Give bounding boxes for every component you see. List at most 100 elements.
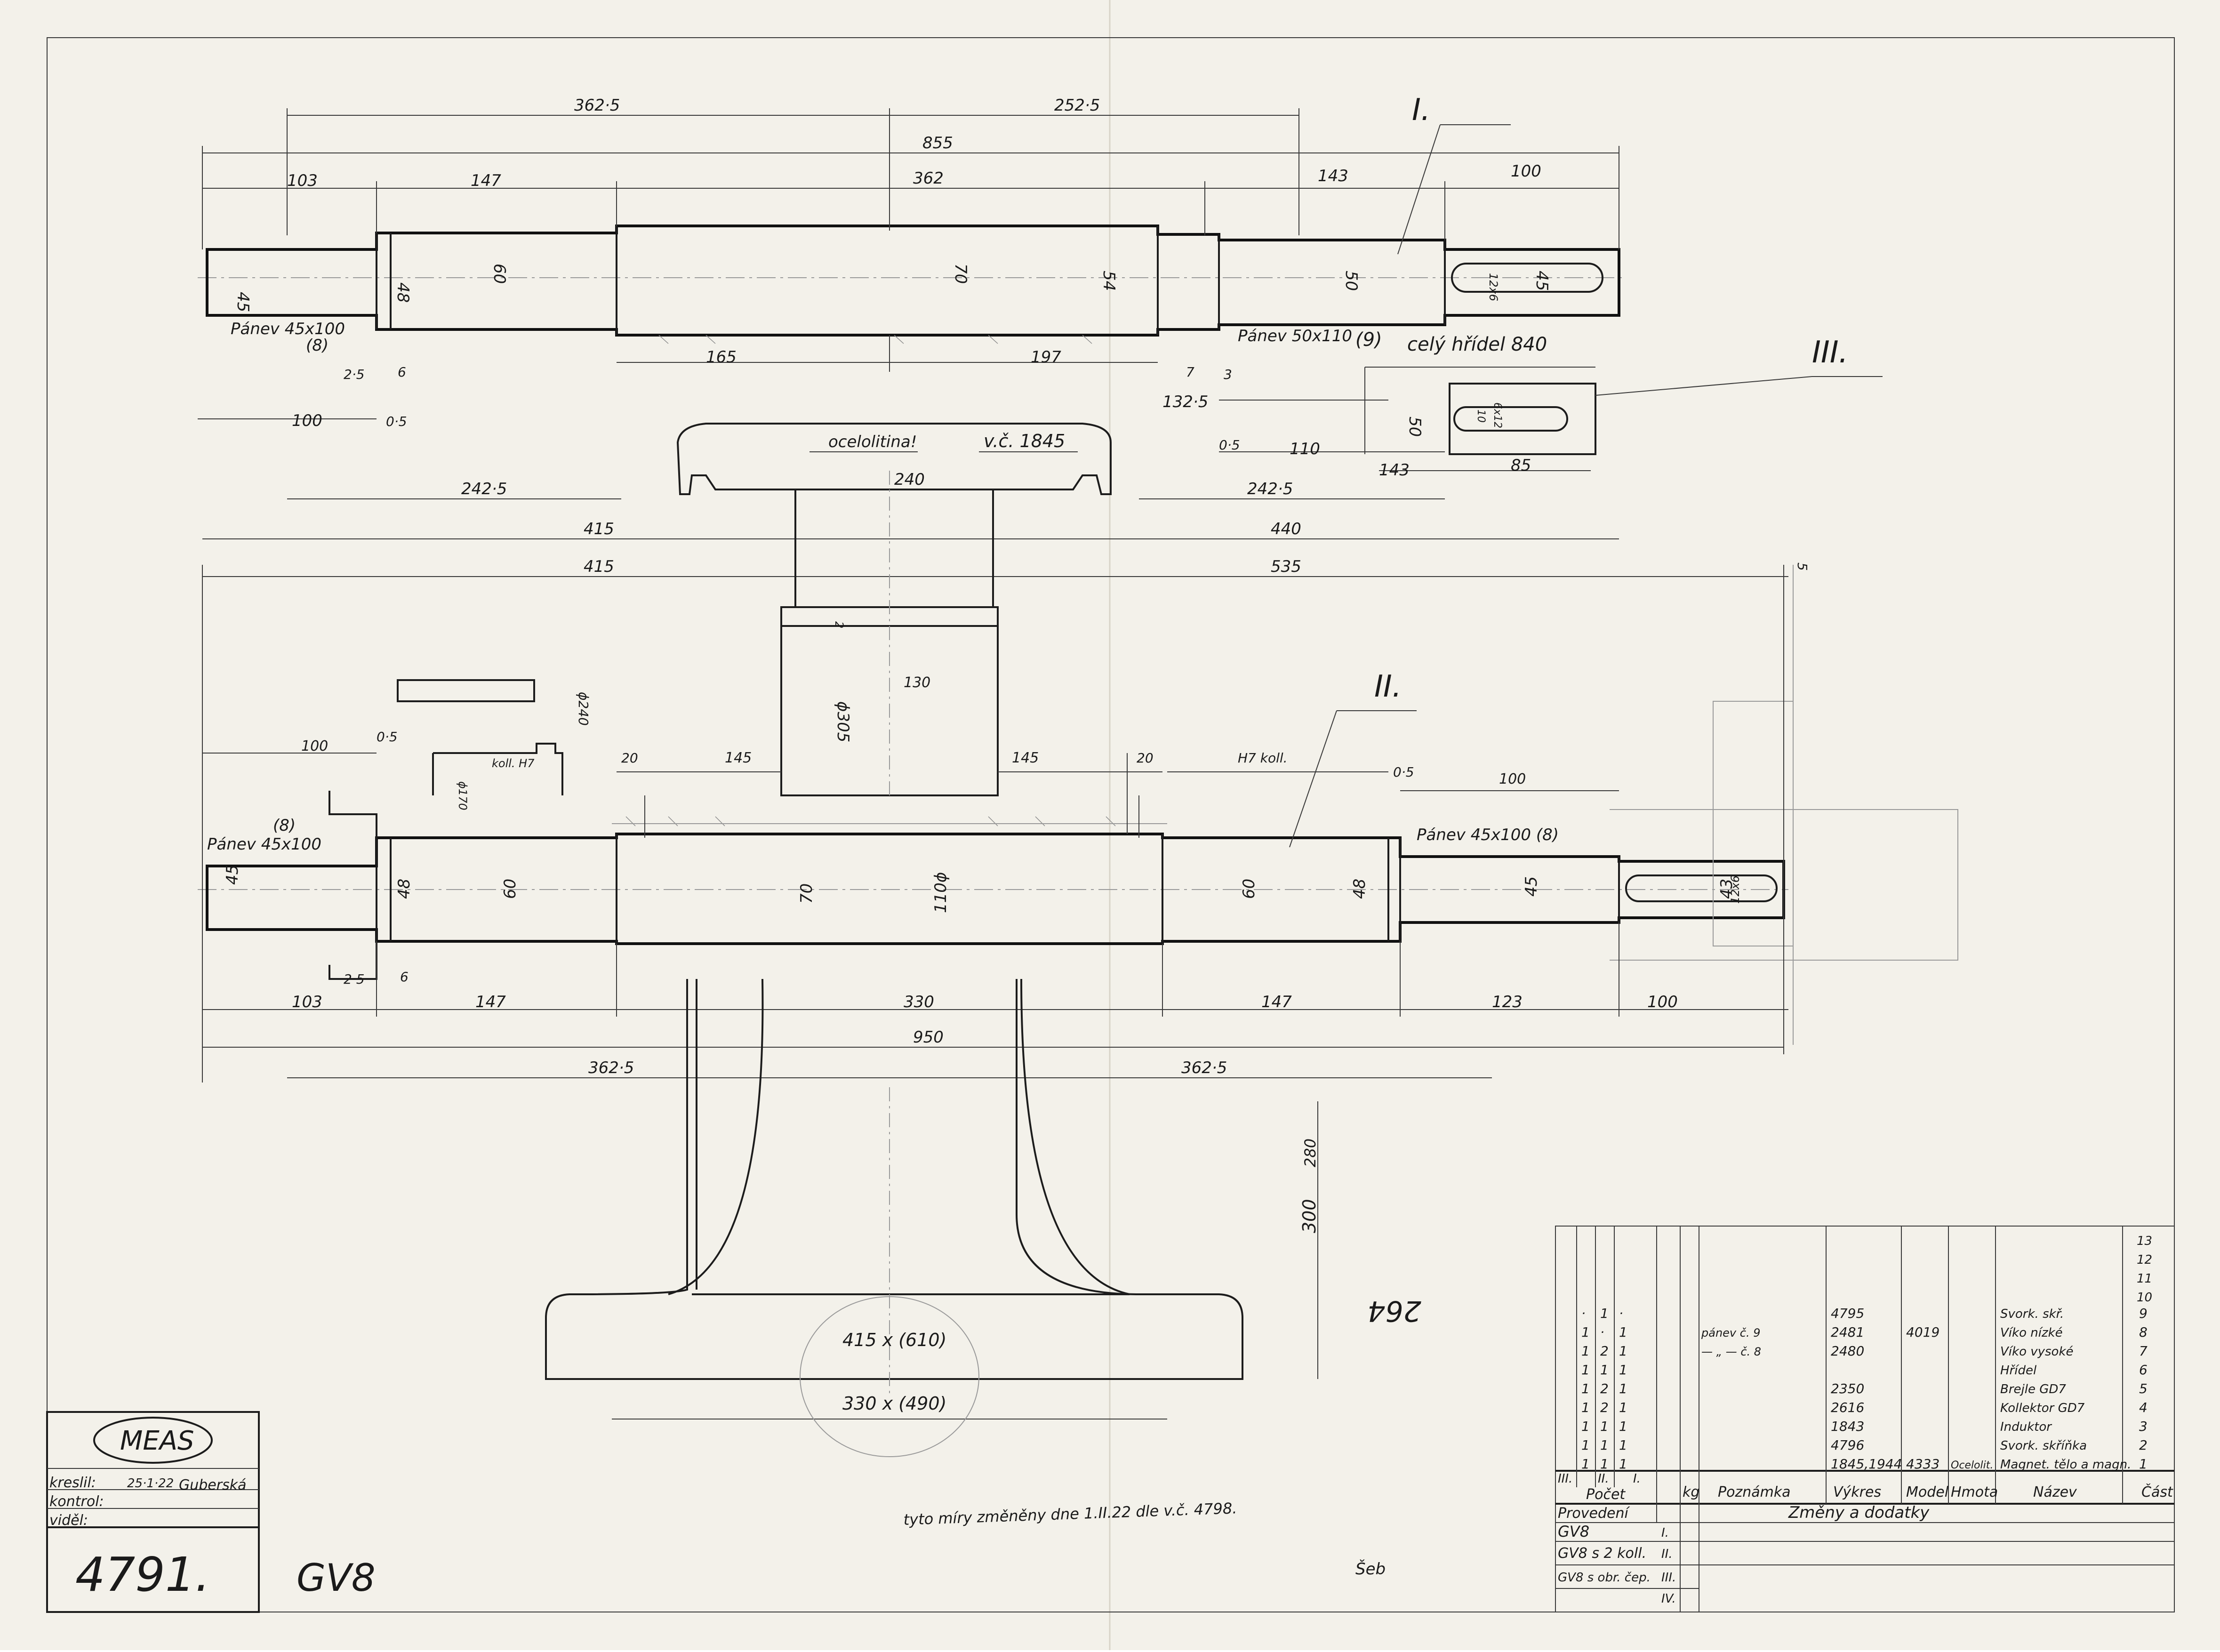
dim-label: 6x12: [1491, 402, 1503, 428]
title-block: MEAS kreslil: 25·1·22 Guberská kontrol: …: [46, 1411, 376, 1613]
dim-label: 165: [706, 348, 737, 367]
product-name: GV8: [297, 1556, 376, 1600]
dim-label: 100: [301, 738, 328, 754]
bom-name-header: Název: [2033, 1484, 2077, 1500]
bom-cell-name: Induktor: [2000, 1420, 2052, 1434]
bom-cell-c1: ·: [1581, 1306, 1586, 1321]
dim-label: 3: [1224, 367, 1232, 382]
drawing-number: 4791.: [75, 1547, 210, 1602]
bom-drawing-header: Výkres: [1833, 1484, 1881, 1500]
dim-label: 103: [287, 171, 318, 190]
mark-I: I.: [1412, 93, 1430, 128]
dia-label: 48: [395, 879, 414, 899]
bom-cell-drawing: 2350: [1831, 1381, 1864, 1396]
bom-cell-name: Hřídel: [2000, 1363, 2037, 1378]
execution-label: Provedení: [1558, 1505, 1630, 1522]
dim-label: 5: [1795, 562, 1810, 571]
dim-label: 6: [398, 364, 406, 380]
bom-row-number: 11: [2137, 1272, 2152, 1286]
bom-cell-drawing: 2616: [1831, 1400, 1864, 1415]
variant-name: GV8 s 2 koll.: [1558, 1545, 1646, 1562]
dim-label: 415: [584, 557, 614, 576]
mark-II: II.: [1374, 669, 1402, 704]
dia-label: 45: [223, 865, 242, 885]
bom-cell-c1: 1: [1581, 1437, 1590, 1453]
changes-label: Změny a dodatky: [1788, 1503, 1930, 1522]
dim-label: ϕ305: [834, 701, 852, 742]
bom-cell-c2: 1: [1600, 1362, 1609, 1378]
dim-label: 2·5: [344, 971, 365, 987]
bom-cell-c1: 1: [1581, 1456, 1590, 1472]
dim-label: 440: [1271, 520, 1301, 538]
bom-row-number: 13: [2137, 1234, 2152, 1248]
bearing-number: (8): [306, 336, 329, 355]
dim-label: 197: [1031, 348, 1061, 367]
bom-cell-drawing: 2480: [1831, 1343, 1864, 1359]
bom-row-number: 10: [2137, 1291, 2152, 1305]
bom-cell-c3: 1: [1619, 1324, 1627, 1340]
bom-part-header: Část: [2141, 1483, 2173, 1500]
dim-label: 85: [1511, 456, 1531, 475]
dim-label: 6: [400, 969, 409, 985]
casting-ref: v.č. 1845: [984, 431, 1065, 451]
dia-label: 60: [1240, 879, 1258, 899]
bom-cell-part: 8: [2139, 1324, 2148, 1340]
variant-mark: II.: [1661, 1547, 1673, 1561]
height-old-label: 280: [1301, 1139, 1319, 1167]
dia-label: 12x6: [1729, 875, 1742, 904]
bom-cell-c3: 1: [1619, 1419, 1627, 1434]
bom-col-header: III.: [1558, 1472, 1572, 1486]
bom-col-header: II.: [1598, 1472, 1609, 1486]
dim-label: 7: [1186, 364, 1194, 380]
variant-name: GV8: [1558, 1523, 1589, 1540]
bearing-number: (8): [273, 816, 296, 835]
bom-cell-name: Kollektor GD7: [2000, 1401, 2085, 1415]
bom-cell-c3: ·: [1619, 1306, 1623, 1321]
dim-label: 242·5: [461, 480, 507, 498]
koll-label: H7 koll.: [1238, 750, 1288, 766]
base-dim-a: 415 x (610): [842, 1330, 946, 1350]
dim-label: 20: [621, 750, 638, 766]
dia-label: 48: [393, 282, 412, 303]
dim-label: 535: [1271, 557, 1301, 576]
bom-cell-part: 2: [2139, 1437, 2148, 1453]
bom-cell-c2: 1: [1600, 1456, 1609, 1472]
base-dim-b: 330 x (490): [842, 1393, 946, 1414]
bom-cell-drawing: 1843: [1831, 1419, 1864, 1434]
dim-label: 103: [292, 993, 322, 1011]
dim-label: 415: [584, 520, 614, 538]
bom-cell-c2: 1: [1600, 1437, 1609, 1453]
bom-cell-name: Brejle GD7: [2000, 1382, 2066, 1396]
dim-label: 123: [1492, 993, 1523, 1011]
bearing-number: (9): [1355, 329, 1382, 351]
dim-label: 147: [471, 171, 501, 190]
bom-cell-c2: 1: [1600, 1419, 1609, 1434]
shaft-II-labels: II. 100 0·5 20 145 145 20 H7 koll. 0·5 1…: [207, 562, 1810, 1077]
dim-label: 362·5: [574, 96, 620, 115]
signature: Šeb: [1355, 1559, 1386, 1579]
bom-cell-c3: 1: [1619, 1456, 1627, 1472]
dia-label: 45: [1522, 876, 1541, 897]
dim-label: 242·5: [1247, 480, 1293, 498]
approved-label: viděl:: [49, 1512, 88, 1529]
bom-cell-c1: 1: [1581, 1362, 1590, 1378]
shaft-I-dimlines: [198, 108, 1788, 577]
bearing-label: Pánev 50x110: [1238, 327, 1352, 345]
variant-mark: I.: [1661, 1526, 1669, 1540]
dim-label: 0·5: [1393, 764, 1414, 780]
koll-label: koll. H7: [492, 757, 535, 770]
bom-cell-drawing: 2481: [1831, 1324, 1864, 1340]
dia-label: 43: [1717, 879, 1736, 899]
dim-label: 145: [1012, 750, 1039, 766]
dim-label: 50: [1405, 417, 1424, 437]
dia-label: 60: [490, 264, 509, 284]
bom-cell-part: 5: [2139, 1381, 2148, 1396]
dim-label: 2: [833, 621, 846, 628]
bom-cell-model: 4019: [1906, 1324, 1939, 1340]
dim-label: 145: [725, 750, 752, 766]
bom-col-header: I.: [1633, 1472, 1641, 1486]
drew-label: kreslil:: [49, 1475, 96, 1491]
bom-cell-drawing: 1845,1944: [1831, 1456, 1902, 1472]
dim-label: 130: [904, 674, 930, 691]
bearing-label: Pánev 45x100 (8): [1417, 826, 1559, 844]
